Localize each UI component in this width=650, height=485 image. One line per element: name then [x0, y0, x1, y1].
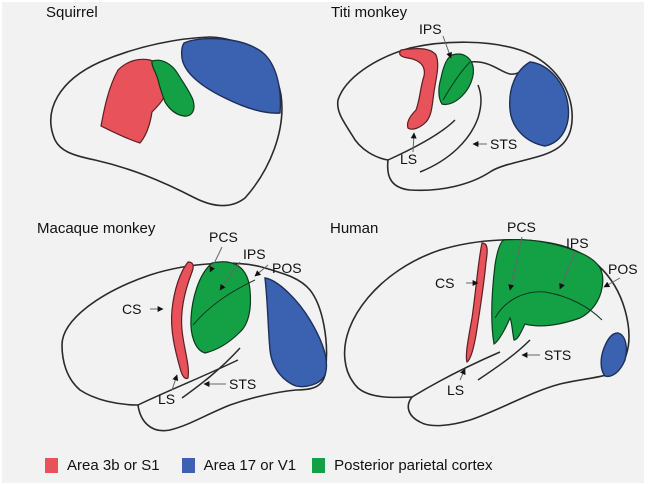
- macaque-ips-line: [192, 279, 256, 326]
- macaque-s1-region: [170, 261, 194, 380]
- human-title: Human: [330, 220, 379, 237]
- macaque-ips-label: IPS: [243, 246, 266, 262]
- legend-item-s1: Area 3b or S1: [45, 457, 160, 474]
- legend-item-ppc: Posterior parietal cortex: [312, 456, 493, 474]
- legend-label-ppc: Posterior parietal cortex: [334, 456, 493, 474]
- legend: Area 3b or S1 Area 17 or V1 Posterior pa…: [45, 456, 507, 474]
- titi-sts-sulcus: [419, 84, 482, 173]
- titi-ls-label: LS: [400, 151, 418, 167]
- human-lateral-sulcus: [411, 351, 501, 398]
- human-ips-line: [494, 291, 603, 321]
- squirrel-s1-region: [100, 58, 167, 144]
- macaque-brain: [61, 246, 328, 432]
- squirrel-ppc-region: [151, 59, 195, 117]
- human-ls-arrow: [459, 368, 466, 381]
- titi-sts-label: STS: [490, 136, 518, 152]
- macaque-cs-label: CS: [122, 301, 142, 317]
- macaque-pos-label: POS: [272, 260, 302, 276]
- macaque-ppc-region: [190, 261, 252, 354]
- macaque-sts-label: STS: [229, 376, 257, 392]
- human-brain: [343, 236, 630, 427]
- human-sts-label: STS: [544, 347, 572, 363]
- macaque-v1-region: [264, 277, 328, 388]
- titi-s1-region: [399, 47, 439, 130]
- squirrel-title: Squirrel: [46, 4, 98, 21]
- human-pcs-arrow: [508, 236, 523, 291]
- macaque-lateral-sulcus: [137, 359, 239, 406]
- titi-outline: [336, 41, 573, 192]
- titi-ls-arrow: [410, 132, 417, 153]
- legend-label-s1: Area 3b or S1: [67, 456, 160, 474]
- legend-label-v1: Area 17 or V1: [203, 456, 297, 474]
- human-ips-arrow: [559, 251, 576, 290]
- titi-ips-line: [442, 61, 471, 101]
- human-sts-sulcus: [477, 339, 531, 381]
- human-pcs-label: PCS: [507, 219, 536, 235]
- human-v1-region: [600, 332, 627, 378]
- macaque-sts-sulcus: [181, 347, 241, 399]
- human-ls-label: LS: [447, 382, 465, 398]
- titi-brain: [336, 35, 573, 192]
- ppc-swatch-icon: [312, 457, 326, 473]
- human-s1-region: [465, 242, 488, 363]
- legend-item-v1: Area 17 or V1: [181, 456, 297, 474]
- macaque-pcs-arrow: [209, 246, 223, 273]
- human-ppc-region: [491, 239, 604, 345]
- squirrel-brain: [50, 36, 283, 207]
- titi-monkey-title: Titi monkey: [331, 4, 408, 21]
- human-ips-label: IPS: [566, 235, 589, 251]
- human-pos-arrow: [603, 277, 621, 288]
- macaque-ls-label: LS: [158, 391, 176, 407]
- macaque-pcs-label: PCS: [209, 229, 238, 245]
- macaque-ips-arrow: [219, 261, 241, 291]
- titi-v1-region: [509, 61, 570, 147]
- v1-swatch-icon: [181, 457, 195, 473]
- macaque-monkey-title: Macaque monkey: [37, 220, 156, 237]
- titi-lateral-sulcus: [387, 119, 456, 161]
- titi-ips-arrow: [442, 35, 452, 59]
- s1-swatch-icon: [45, 457, 58, 473]
- squirrel-v1-region: [180, 37, 282, 114]
- human-cs-label: CS: [435, 275, 455, 291]
- macaque-ls-arrow: [171, 374, 179, 391]
- macaque-pos-arrow: [254, 264, 269, 277]
- titi-ips-label: IPS: [419, 21, 442, 37]
- human-pos-label: POS: [608, 261, 638, 277]
